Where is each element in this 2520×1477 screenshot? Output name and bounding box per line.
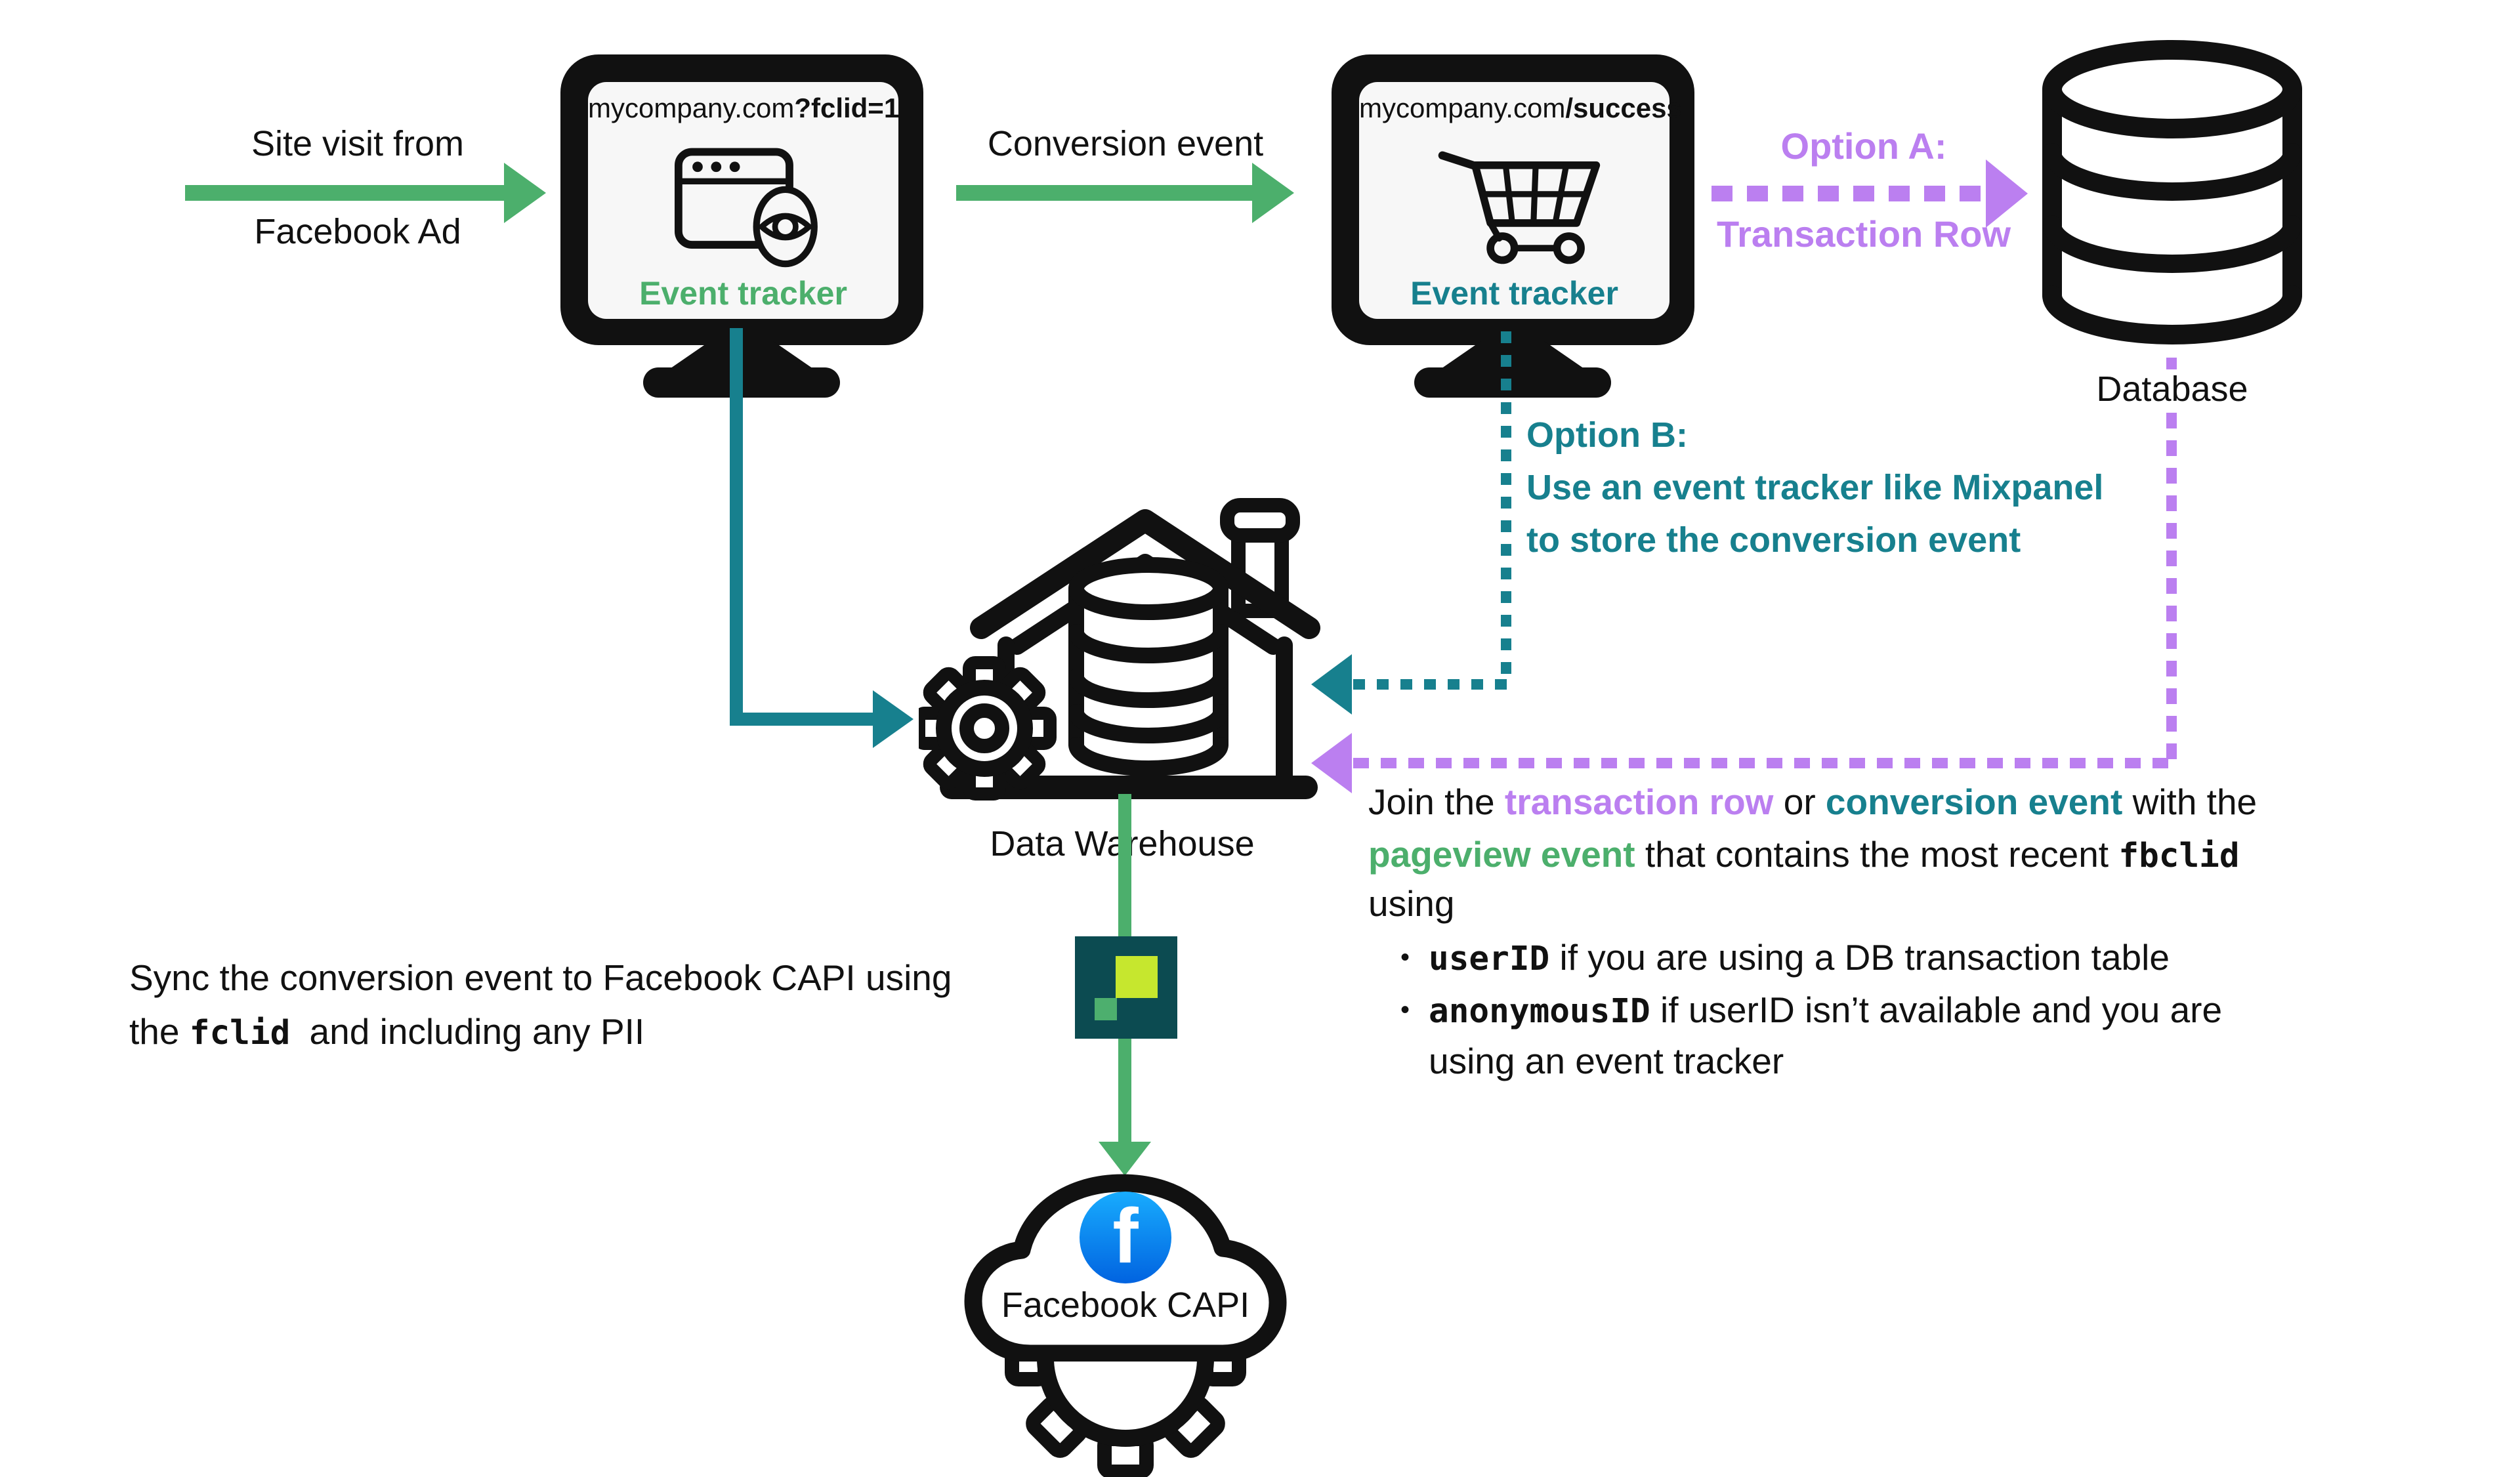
house-database-gear-icon (919, 498, 1320, 801)
join-bullet-2-cont: using an event tracker (1429, 1041, 1784, 1081)
facebook-f-icon: f (1080, 1192, 1171, 1283)
join-text: Join the (1368, 781, 1505, 822)
pageview-monitor: mycompany.com?fclid=1 Event tracker (560, 54, 923, 345)
sync-note-code: fclid (189, 1014, 291, 1052)
database-label: Database (2034, 369, 2310, 409)
sync-note-post: and including any PII (299, 1011, 645, 1052)
capi-label: Facebook CAPI (1001, 1285, 1250, 1325)
optionb-dotted-horizontal (1353, 679, 1511, 690)
transaction-dotted-horizontal (1353, 758, 2172, 768)
join-text: with the (2122, 781, 2258, 822)
option-a-label-line1: Option A: (1780, 125, 1947, 167)
bullet-icon: • (1400, 943, 1410, 972)
option-a-arrowhead-icon (1986, 159, 2028, 228)
join-text: that contains the most recent (1635, 834, 2119, 875)
option-a-dashed-line (1712, 186, 1986, 201)
shopping-cart-icon (1438, 151, 1600, 264)
transaction-dotted-vertical (2166, 358, 2177, 763)
pageview-caption: Event tracker (639, 275, 847, 312)
bullet-text: if userID isn’t available and you are (1650, 989, 2223, 1030)
join-conversion-event: conversion event (1825, 781, 2123, 822)
sync-connector-top (1118, 794, 1131, 936)
join-note-line1: Join the transaction row or conversion e… (1368, 781, 2257, 823)
sync-tool-green-square (1095, 998, 1117, 1020)
pageview-connector-vertical (730, 328, 743, 723)
userid-code: userID (1429, 940, 1550, 978)
join-bullet-2: • anonymousID if userID isn’t available a… (1381, 989, 2222, 1031)
sync-tool-yellow-square (1116, 956, 1158, 998)
sync-note-line1: Sync the conversion event to Facebook CA… (129, 957, 952, 998)
sync-connector-bottom (1118, 1039, 1131, 1142)
warehouse-gear-icon (919, 656, 1057, 801)
optionb-arrowhead-icon (1311, 654, 1352, 715)
transaction-arrowhead-icon (1311, 733, 1352, 793)
conversion-monitor: mycompany.com/success Event tracker (1332, 54, 1694, 345)
anonymousid-code: anonymousID (1429, 992, 1650, 1031)
pageview-connector-arrowhead-icon (873, 690, 914, 748)
option-b-line3: to store the conversion event (1526, 520, 2021, 560)
conversion-monitor-screen: mycompany.com/success Event tracker (1359, 82, 1682, 319)
database-label-text: Database (2088, 369, 2256, 409)
sync-tool-icon (1075, 936, 1177, 1039)
option-a-label-line2: Transaction Row (1716, 213, 2011, 255)
site-visit-arrow-line (185, 185, 507, 201)
conversion-arrow-line (956, 185, 1255, 201)
site-visit-label-line2: Facebook Ad (254, 212, 461, 251)
join-note-line2: pageview event that contains the most re… (1368, 833, 2240, 875)
url-query: ?fclid=1 (794, 93, 900, 123)
database-cylinder-icon (2042, 40, 2302, 344)
browser-eye-icon (674, 148, 818, 268)
url-domain: mycompany.com (1359, 93, 1566, 123)
optionb-dotted-vertical (1501, 331, 1511, 678)
option-b-line2: Use an event tracker like Mixpanel (1526, 468, 2104, 507)
join-transaction-row: transaction row (1504, 781, 1774, 822)
join-pageview-event: pageview event (1368, 834, 1635, 875)
monitor2-stand-base (1414, 367, 1611, 398)
conversion-event-label: Conversion event (987, 124, 1264, 163)
url-path: /success (1565, 93, 1682, 123)
site-visit-label-line1: Site visit from (251, 124, 465, 163)
pageview-connector-horizontal (730, 713, 875, 726)
site-visit-arrowhead-icon (504, 163, 546, 223)
conversion-arrowhead-icon (1252, 163, 1294, 223)
join-text: or (1773, 781, 1826, 822)
conversion-url: mycompany.com/success (1359, 93, 1682, 124)
conversion-caption: Event tracker (1410, 275, 1618, 312)
option-b-line1: Option B: (1526, 415, 1688, 455)
join-note-line3: using (1368, 883, 1455, 924)
sync-arrowhead-icon (1099, 1142, 1151, 1176)
pageview-url: mycompany.com?fclid=1 (588, 93, 900, 124)
join-fbclid-code: fbclid (2118, 837, 2240, 875)
pageview-monitor-screen: mycompany.com?fclid=1 Event tracker (588, 82, 900, 319)
url-domain: mycompany.com (588, 93, 795, 123)
join-bullet-1: • userID if you are using a DB transactio… (1381, 936, 2170, 978)
bullet-icon: • (1400, 995, 1410, 1024)
sync-note-pre: the (129, 1011, 190, 1052)
sync-note-line2: the fclid and including any PII (129, 1010, 644, 1052)
bullet-text: if you are using a DB transaction table (1549, 937, 2170, 978)
